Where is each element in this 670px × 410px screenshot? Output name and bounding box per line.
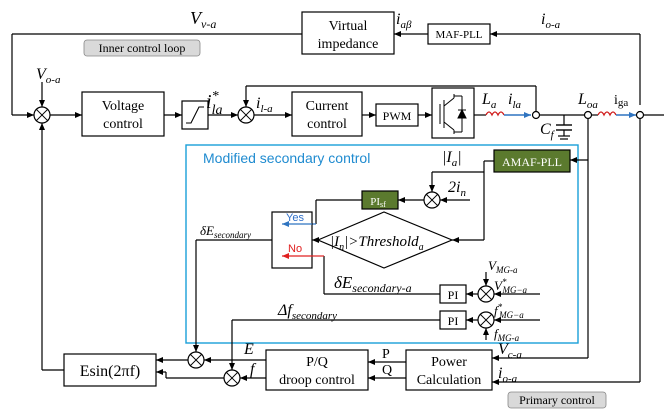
df-secondary-label: Δfsecondary (277, 302, 337, 322)
il-a-label: il-a (256, 95, 273, 115)
droop-control-block (265, 349, 369, 391)
primary-control-badge (507, 391, 607, 409)
amaf-pll-label: AMAF-PLL (502, 155, 562, 169)
vmg-star-label: V*MG−a (494, 277, 528, 295)
loa-label: Loa (577, 91, 598, 111)
q-label: Q (382, 363, 392, 378)
e-label: E (243, 341, 254, 358)
voa-label: Vo-a (36, 66, 61, 86)
inductor-loa-icon (597, 111, 617, 117)
node-2 (583, 110, 593, 120)
inner-loop-badge-text: Inner control loop (99, 41, 186, 55)
current-control-label-2: control (307, 117, 347, 132)
switch-yes-label: Yes (286, 212, 304, 224)
fmg-star-label: f*MG−a (494, 302, 524, 320)
switch-no-label: No (288, 243, 302, 255)
ia-label: |Ia| (442, 149, 462, 169)
ioa-top-label: io-a (541, 11, 561, 31)
de-secondary-label: δEsecondary (200, 223, 251, 240)
esin-label: Esin(2πf) (80, 363, 141, 380)
node-3 (635, 110, 645, 120)
pi-sf-label: PIsf (370, 196, 386, 209)
pi-voltage-label: PI (448, 288, 459, 302)
pi-frequency-label: PI (448, 314, 459, 328)
voltage-control-block (81, 91, 165, 137)
primary-control-badge-text: Primary control (519, 393, 595, 407)
de-secondary-a-label: δEsecondary-a (334, 273, 412, 295)
secondary-control-title: Modified secondary control (203, 150, 370, 166)
iab-label: iaβ (396, 11, 412, 31)
fmg-label: fMG-a (494, 326, 520, 343)
cf-label: Cf (540, 121, 556, 141)
ila-star-label: i*la (206, 89, 222, 118)
inner-loop-badge (83, 39, 201, 57)
power-calc-label-2: Calculation (417, 373, 482, 388)
power-calculation-block (405, 349, 493, 391)
current-control-block (291, 91, 363, 137)
f-label: f (250, 361, 257, 378)
voltage-control-label-2: control (103, 117, 143, 132)
virtual-impedance-label-1: Virtual (329, 19, 368, 34)
threshold-comparator (316, 211, 454, 269)
node-1 (531, 110, 541, 120)
iga-label: iga (614, 93, 628, 109)
droop-label-2: droop control (279, 373, 355, 388)
maf-pll-label: MAF-PLL (435, 29, 482, 41)
comparator-label: |In|>Thresholda (330, 234, 424, 253)
vca-label: Vc-a (498, 341, 522, 361)
pwm-label: PWM (383, 109, 412, 123)
virtual-impedance-block (301, 11, 395, 55)
igbt-icon (439, 94, 467, 134)
power-calc-label-1: Power (431, 355, 467, 370)
vva-label: Vv-a (190, 8, 216, 31)
current-control-label-1: Current (306, 99, 349, 114)
secondary-control-region (185, 144, 579, 344)
inductor-la-icon (485, 111, 505, 117)
inverter-block (431, 87, 475, 139)
virtual-impedance-label-2: impedance (318, 37, 379, 52)
limiter-icon (186, 106, 204, 124)
p-label: P (382, 347, 390, 362)
vmg-label: VMG-a (488, 258, 518, 275)
droop-label-1: P/Q (306, 355, 328, 370)
two-in-label: 2in (448, 179, 466, 199)
ila-out-label: ila (508, 91, 522, 111)
ioa-bottom-label: io-a (498, 365, 518, 385)
la-label: La (481, 91, 497, 111)
voltage-control-label-1: Voltage (102, 99, 145, 114)
